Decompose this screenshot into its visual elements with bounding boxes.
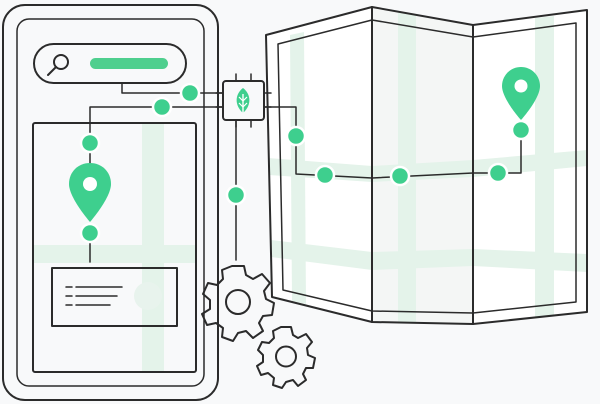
phone	[2, 4, 219, 401]
search-icon[interactable]	[47, 54, 69, 76]
node	[79, 222, 101, 244]
search-query-bar	[90, 58, 168, 69]
phone-map-frame	[32, 122, 197, 373]
node	[179, 82, 201, 104]
node	[314, 164, 336, 186]
node	[225, 184, 247, 206]
location-info-card[interactable]	[51, 267, 178, 327]
card-thumbnail	[134, 282, 162, 310]
phone-outer-frame	[2, 4, 219, 401]
phone-map-screen	[32, 122, 197, 373]
node	[151, 96, 173, 118]
connection-nodes	[79, 82, 532, 244]
gear-icon[interactable]	[201, 265, 275, 342]
destination-pin-icon[interactable]	[502, 67, 540, 120]
phone-inner-frame	[16, 18, 205, 387]
search-field[interactable]	[33, 43, 187, 84]
node	[510, 119, 532, 141]
folded-map	[265, 6, 588, 325]
node	[285, 125, 307, 147]
map-pin-icon[interactable]	[69, 163, 111, 222]
leaf-chip-icon[interactable]	[215, 73, 272, 128]
node	[487, 162, 509, 184]
search-bar[interactable]	[33, 43, 187, 84]
node	[79, 132, 101, 154]
gear-icon[interactable]	[256, 326, 316, 389]
node	[389, 165, 411, 187]
